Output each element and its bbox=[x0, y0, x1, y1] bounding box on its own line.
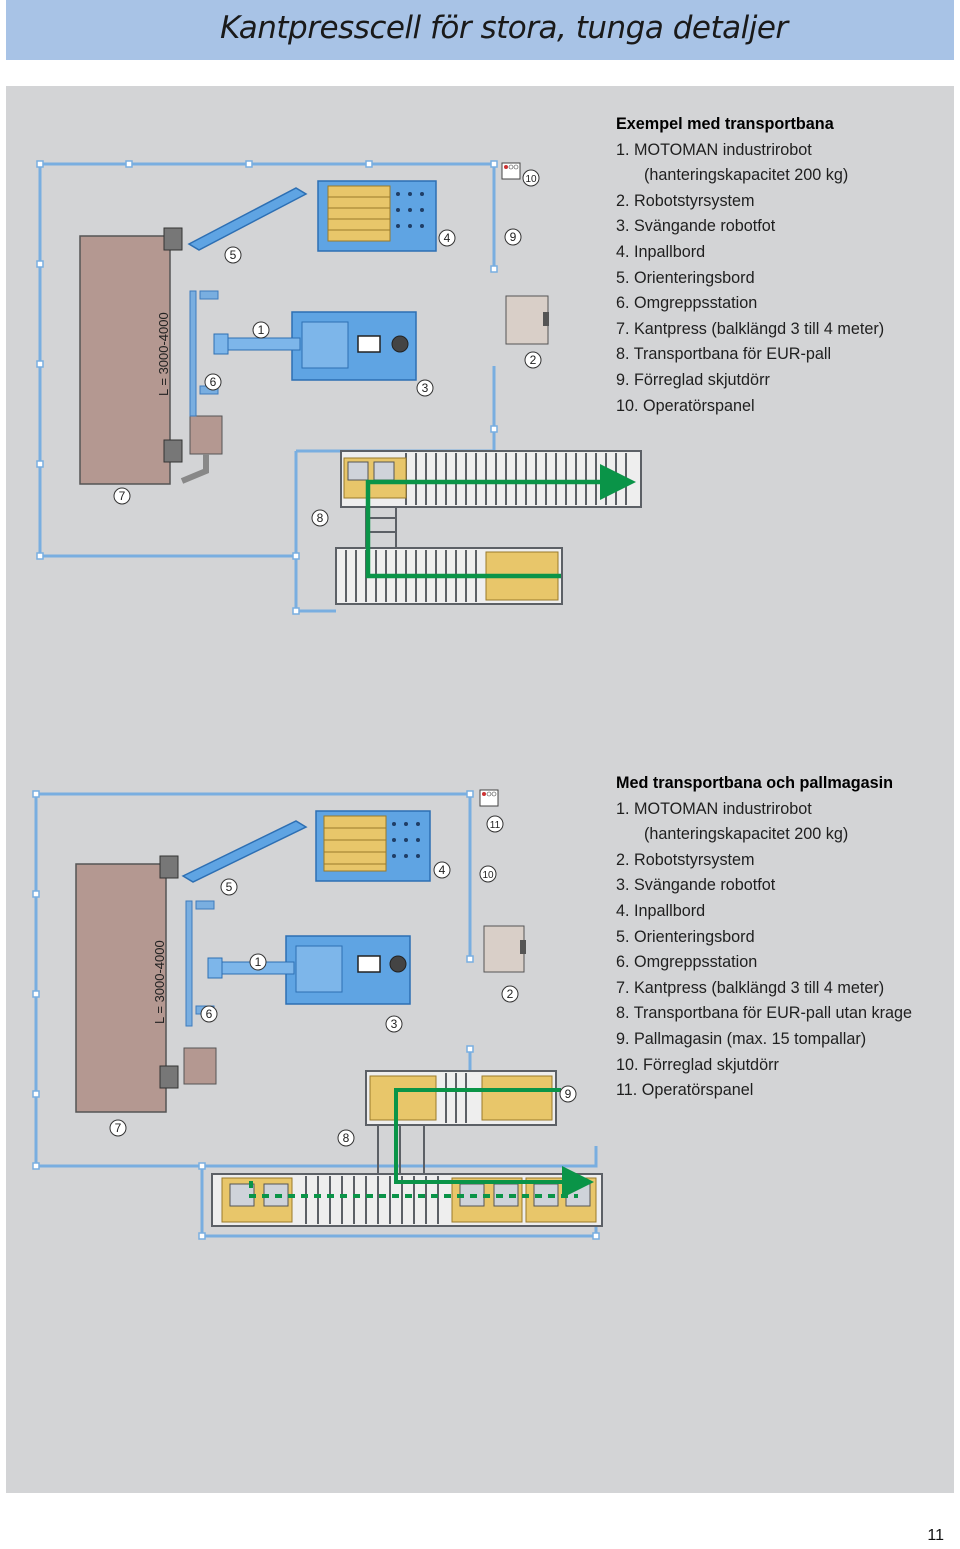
callout-2: 2 bbox=[530, 353, 537, 367]
legend-1-item: 6. Omgreppsstation bbox=[616, 294, 758, 313]
legend-1-item: 8. Transportbana för EUR-pall bbox=[616, 345, 832, 364]
legend-1-item: (hanteringskapacitet 200 kg) bbox=[644, 166, 849, 185]
loading-table-2 bbox=[315, 810, 431, 882]
legend-1-heading: Exempel med transportbana bbox=[616, 115, 834, 133]
callout-8: 8 bbox=[343, 1131, 350, 1145]
callouts-2 bbox=[109, 815, 577, 1147]
press-brake-2 bbox=[75, 855, 217, 1113]
legend-1: Exempel med transportbana 1. MOTOMAN ind… bbox=[616, 112, 884, 419]
material-flow-arrow bbox=[365, 464, 636, 579]
callout-10: 10 bbox=[525, 174, 537, 185]
callout-10: 10 bbox=[482, 870, 494, 881]
operator-panel-2 bbox=[479, 789, 499, 807]
press-length-label: L = 3000-4000 bbox=[156, 312, 171, 396]
legend-2-item: 4. Inpallbord bbox=[616, 901, 706, 920]
robot-controller-2 bbox=[483, 925, 526, 973]
legend-1-item: 3. Svängande robotfot bbox=[616, 217, 776, 236]
legend-2-item: 6. Omgreppsstation bbox=[616, 953, 758, 972]
fence-posts bbox=[36, 160, 498, 615]
legend-2: Med transportbana och pallmagasin 1. MOT… bbox=[616, 771, 912, 1104]
legend-1-item: 1. MOTOMAN industrirobot bbox=[616, 140, 812, 159]
conveyor-transfer bbox=[365, 507, 397, 548]
press-brake bbox=[79, 227, 223, 485]
robot-controller bbox=[505, 295, 549, 345]
press-length-label-2: L = 3000-4000 bbox=[152, 940, 167, 1024]
legend-1-item: 9. Förreglad skjutdörr bbox=[616, 370, 770, 389]
callout-5: 5 bbox=[226, 880, 233, 894]
robot-2 bbox=[207, 935, 411, 1005]
orientation-table-2 bbox=[181, 820, 308, 883]
callout-4: 4 bbox=[444, 231, 451, 245]
callout-3: 3 bbox=[422, 381, 429, 395]
conveyor-lower-2 bbox=[211, 1173, 603, 1227]
operator-panel bbox=[501, 162, 521, 180]
callout-9: 9 bbox=[565, 1087, 572, 1101]
callout-2: 2 bbox=[507, 987, 514, 1001]
orientation-table bbox=[187, 187, 308, 251]
callout-5: 5 bbox=[230, 248, 237, 262]
legend-2-item: 11. Operatörspanel bbox=[616, 1081, 754, 1100]
pallet-return-flow bbox=[249, 1181, 578, 1198]
legend-2-item: 3. Svängande robotfot bbox=[616, 876, 776, 895]
callout-7: 7 bbox=[115, 1121, 122, 1135]
cell-layout-diagram-1: L = 3000-4000 1 2 3 4 5 6 7 8 9 10 bbox=[36, 160, 642, 615]
conveyor-upper bbox=[340, 450, 642, 508]
legend-2-item: (hanteringskapacitet 200 kg) bbox=[644, 825, 849, 844]
content-panel: L = 3000-4000 1 2 3 4 5 6 7 8 9 10 Exemp… bbox=[6, 86, 954, 1493]
callouts-1 bbox=[113, 169, 542, 527]
page-header: Kantpresscell för stora, tunga detaljer bbox=[6, 0, 954, 60]
callout-4: 4 bbox=[439, 863, 446, 877]
conveyor-transfer-2 bbox=[377, 1125, 425, 1174]
loading-table bbox=[317, 180, 437, 252]
legend-2-item: 10. Förreglad skjutdörr bbox=[616, 1055, 779, 1074]
robot-1 bbox=[213, 311, 417, 381]
legend-1-item: 7. Kantpress (balklängd 3 till 4 meter) bbox=[616, 319, 885, 338]
fence-posts-2 bbox=[32, 790, 600, 1240]
legend-2-heading: Med transportbana och pallmagasin bbox=[616, 774, 894, 792]
callout-6: 6 bbox=[210, 375, 217, 389]
legend-2-item: 2. Robotstyrsystem bbox=[616, 850, 755, 869]
page-title: Kantpresscell för stora, tunga detaljer bbox=[220, 10, 788, 46]
callout-7: 7 bbox=[119, 489, 126, 503]
callout-8: 8 bbox=[317, 511, 324, 525]
legend-2-item: 5. Orienteringsbord bbox=[616, 927, 755, 946]
legend-2-item: 1. MOTOMAN industrirobot bbox=[616, 799, 812, 818]
callout-9: 9 bbox=[510, 230, 517, 244]
callout-6: 6 bbox=[206, 1007, 213, 1021]
legend-1-item: 10. Operatörspanel bbox=[616, 396, 755, 415]
page-number: 11 bbox=[927, 1527, 944, 1544]
cell-layout-diagram-2: L = 3000-4000 1 2 3 4 5 6 7 8 9 10 11 bbox=[32, 789, 603, 1240]
legend-1-item: 4. Inpallbord bbox=[616, 242, 706, 261]
callout-11: 11 bbox=[490, 820, 501, 831]
legend-1-item: 2. Robotstyrsystem bbox=[616, 191, 755, 210]
legend-1-item: 5. Orienteringsbord bbox=[616, 268, 755, 287]
pallet-magazine bbox=[365, 1070, 557, 1126]
legend-2-item: 9. Pallmagasin (max. 15 tompallar) bbox=[616, 1029, 867, 1048]
material-flow-arrow-2 bbox=[394, 1088, 594, 1198]
legend-2-item: 8. Transportbana för EUR-pall utan krage bbox=[616, 1004, 913, 1023]
callout-1: 1 bbox=[255, 955, 262, 969]
callout-3: 3 bbox=[391, 1017, 398, 1031]
callout-1: 1 bbox=[258, 323, 265, 337]
legend-2-item: 7. Kantpress (balklängd 3 till 4 meter) bbox=[616, 978, 885, 997]
